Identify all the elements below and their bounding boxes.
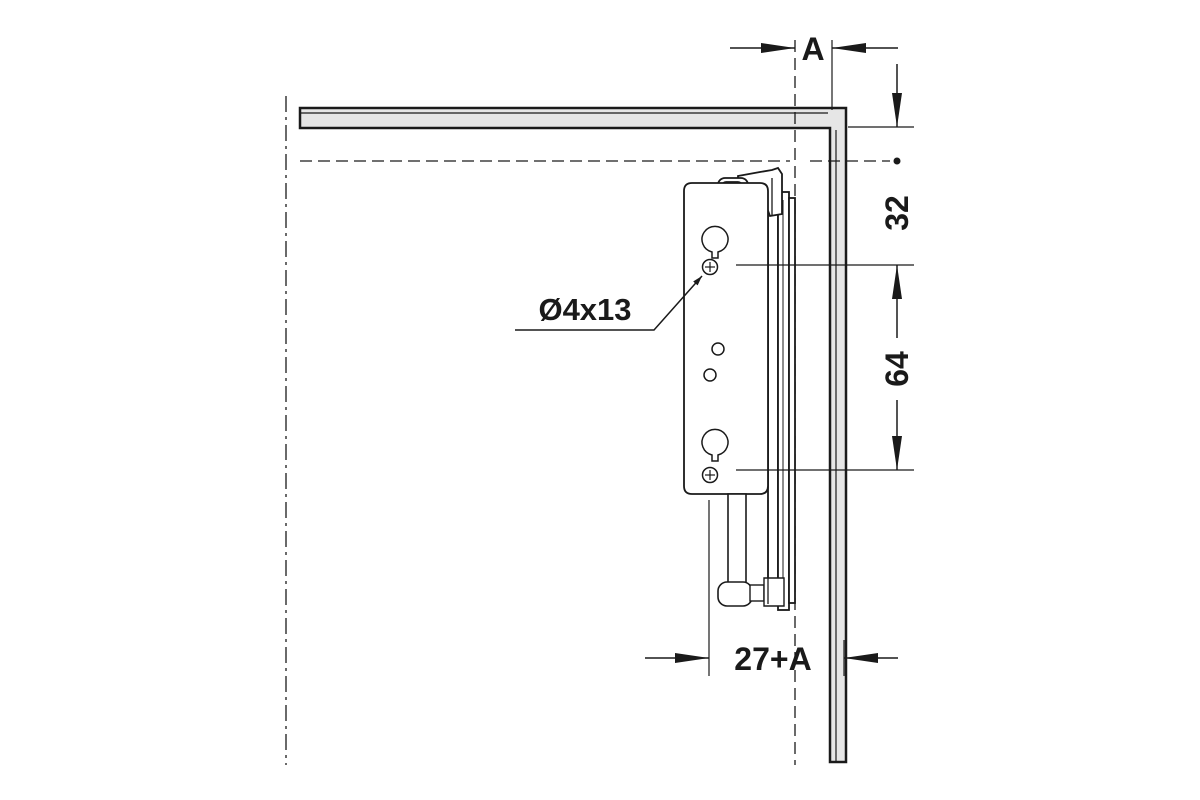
cabinet-panel	[298, 106, 848, 764]
dimension-label-a: A	[801, 31, 824, 67]
hole-spec-label: Ø4x13	[538, 292, 631, 327]
dimension-label-64: 64	[879, 351, 915, 387]
dimension-label-32: 32	[879, 195, 915, 231]
dimension-27a: 27+A	[645, 641, 898, 677]
extension-lines	[708, 40, 914, 676]
dimension-label-27a: 27+A	[734, 641, 811, 677]
hinge-assembly	[683, 166, 796, 611]
dimension-a: A	[730, 31, 898, 67]
dimension-64: 64	[879, 265, 915, 470]
dimension-32: 32	[879, 64, 915, 231]
hole-callout: Ø4x13	[515, 275, 703, 331]
